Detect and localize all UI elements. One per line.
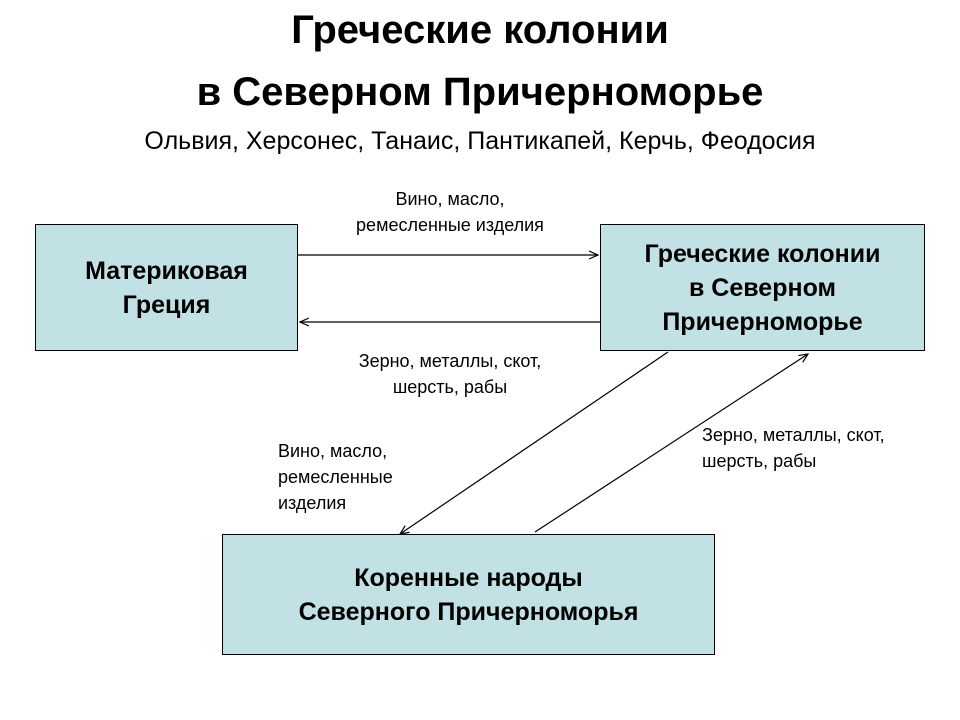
label-mainland-to-colonies-line-2: ремесленные изделия — [356, 215, 544, 235]
label-colonies-to-natives-line-2: ремесленные — [278, 467, 393, 487]
label-colonies-to-natives: Вино, масло, ремесленные изделия — [278, 438, 458, 516]
box-colonies-line-1: Греческие колонии — [644, 239, 881, 268]
label-colonies-to-mainland-line-1: Зерно, металлы, скот, — [358, 351, 542, 371]
label-natives-to-colonies: Зерно, металлы, скот, шерсть, рабы — [702, 422, 952, 474]
box-mainland-line-2: Греция — [122, 290, 211, 319]
label-colonies-to-natives-line-3: изделия — [278, 493, 347, 513]
box-natives-line-2: Северного Причерноморья — [298, 597, 639, 626]
label-mainland-to-colonies-line-1: Вино, масло, — [395, 189, 505, 209]
box-natives-line-1: Коренные народы — [354, 563, 583, 592]
label-natives-to-colonies-line-2: шерсть, рабы — [702, 451, 817, 471]
box-mainland-line-1: Материковая — [85, 256, 248, 285]
box-mainland-greece: Материковая Греция — [35, 224, 298, 351]
label-colonies-to-mainland-line-2: шерсть, рабы — [392, 377, 508, 397]
label-colonies-to-mainland: Зерно, металлы, скот, шерсть, рабы — [320, 348, 580, 400]
box-native-peoples: Коренные народы Северного Причерноморья — [222, 534, 715, 655]
label-natives-to-colonies-line-1: Зерно, металлы, скот, — [702, 425, 885, 445]
label-colonies-to-natives-line-1: Вино, масло, — [278, 441, 388, 461]
title-line-2: в Северном Причерноморье — [196, 70, 764, 114]
box-colonies-line-2: в Северном — [688, 273, 837, 302]
label-mainland-to-colonies: Вино, масло, ремесленные изделия — [320, 186, 580, 238]
subtitle: Ольвия, Херсонес, Танаис, Пантикапей, Ке… — [144, 127, 816, 155]
box-greek-colonies: Греческие колонии в Северном Причерномор… — [600, 224, 925, 351]
arrow-natives-to-colonies — [534, 354, 808, 533]
box-colonies-line-3: Причерноморье — [662, 307, 863, 336]
title-line-1: Греческие колонии — [291, 8, 669, 52]
arrow-colonies-to-natives — [400, 351, 669, 534]
